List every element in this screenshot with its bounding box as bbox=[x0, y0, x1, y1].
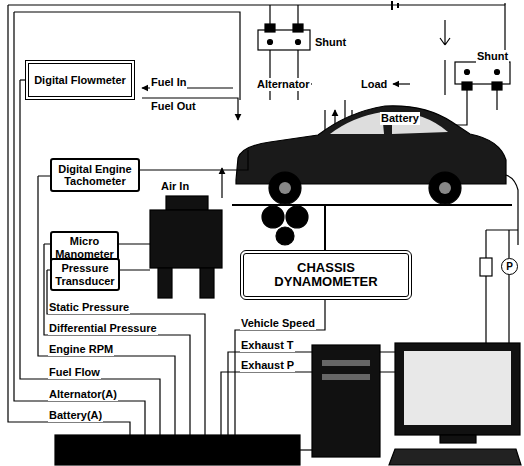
instrument-box: Pressure Transducer bbox=[50, 258, 120, 291]
signal-label: Vehicle Speed bbox=[240, 317, 316, 330]
computer-cable bbox=[300, 449, 312, 450]
sensor-circle: P bbox=[501, 258, 518, 275]
dynamometer-rollers bbox=[232, 205, 512, 250]
box-text: Micro Manometer bbox=[52, 235, 117, 259]
box-text: P bbox=[506, 261, 513, 272]
computer bbox=[312, 343, 521, 465]
signal-label: Exhaust P bbox=[240, 359, 295, 372]
signal-label: Fuel Out bbox=[150, 100, 197, 113]
signal-label: Differential Pressure bbox=[48, 322, 158, 335]
box-text: Digital Flowmeter bbox=[34, 74, 126, 86]
instrument-box: Digital Flowmeter bbox=[25, 60, 135, 100]
circuit-label: Load bbox=[360, 78, 388, 91]
signal-label: Exhaust T bbox=[240, 339, 295, 352]
car bbox=[236, 106, 518, 245]
box-text: Pressure Transducer bbox=[52, 262, 118, 286]
circuit-label: Battery bbox=[380, 112, 420, 125]
circuit-label: Shunt bbox=[476, 50, 509, 63]
signal-label: Alternator(A) bbox=[48, 388, 118, 401]
signal-label: Air In bbox=[160, 180, 190, 193]
box-text: Digital Engine Tachometer bbox=[52, 163, 138, 187]
instrument-box: Digital Engine Tachometer bbox=[50, 158, 140, 192]
signal-label: Engine RPM bbox=[48, 343, 114, 356]
signal-label: Fuel Flow bbox=[48, 366, 101, 379]
circuit-label: Alternator bbox=[256, 78, 311, 91]
circuit-label: Shunt bbox=[314, 36, 347, 49]
instrument-box: CHASSIS DYNAMOMETER bbox=[240, 250, 412, 300]
box-text: CHASSIS DYNAMOMETER bbox=[244, 261, 408, 290]
exhaust-sensors bbox=[480, 230, 518, 276]
signal-label: Fuel In bbox=[150, 76, 187, 89]
signal-label: Battery(A) bbox=[48, 409, 103, 422]
signal-label: Static Pressure bbox=[48, 301, 130, 314]
data-acquisition-box bbox=[55, 435, 300, 465]
rpm-line bbox=[132, 150, 248, 170]
